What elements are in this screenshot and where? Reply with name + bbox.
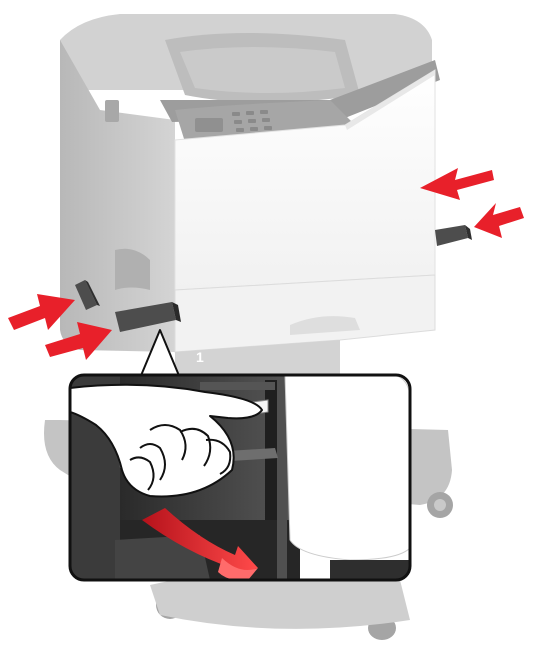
tray-number-label: 1 bbox=[196, 349, 204, 365]
arrow-left-icon bbox=[474, 203, 524, 238]
detail-inset bbox=[70, 375, 410, 580]
right-cap-part bbox=[435, 225, 472, 246]
inset-white-door bbox=[285, 375, 410, 560]
